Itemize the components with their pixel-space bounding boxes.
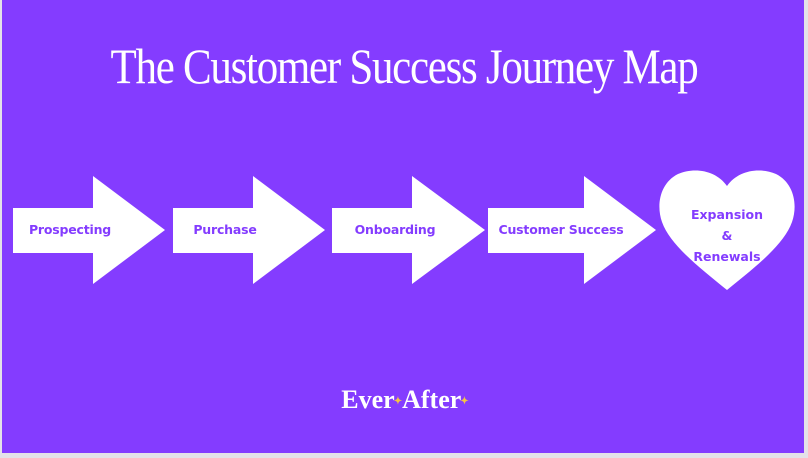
logo-part-ever: Ever [341, 385, 395, 414]
sparkle-icon: ✦ [460, 396, 469, 407]
heart-label: Expansion & Renewals [662, 204, 792, 267]
arrow-shape-purchase [173, 176, 325, 284]
step-label-prospecting: Prospecting [28, 222, 112, 237]
step-label-customer-success: Customer Success [498, 222, 624, 237]
heart-label-line2: & [721, 228, 733, 243]
logo-part-after: After [402, 385, 462, 414]
heart-label-line3: Renewals [693, 249, 761, 264]
sparkle-icon: ✦ [393, 396, 403, 407]
heart-shape-expansion-renewals [659, 170, 795, 290]
arrow-shape-onboarding [332, 176, 485, 284]
arrow-shape-customer-success [488, 176, 656, 284]
arrow-shape-prospecting [13, 176, 165, 284]
step-label-onboarding: Onboarding [354, 222, 436, 237]
step-label-purchase: Purchase [193, 222, 257, 237]
everafter-logo: Ever✦After✦ [335, 386, 475, 414]
page-title: The Customer Success Journey Map [110, 38, 699, 94]
heart-label-line1: Expansion [690, 207, 764, 222]
